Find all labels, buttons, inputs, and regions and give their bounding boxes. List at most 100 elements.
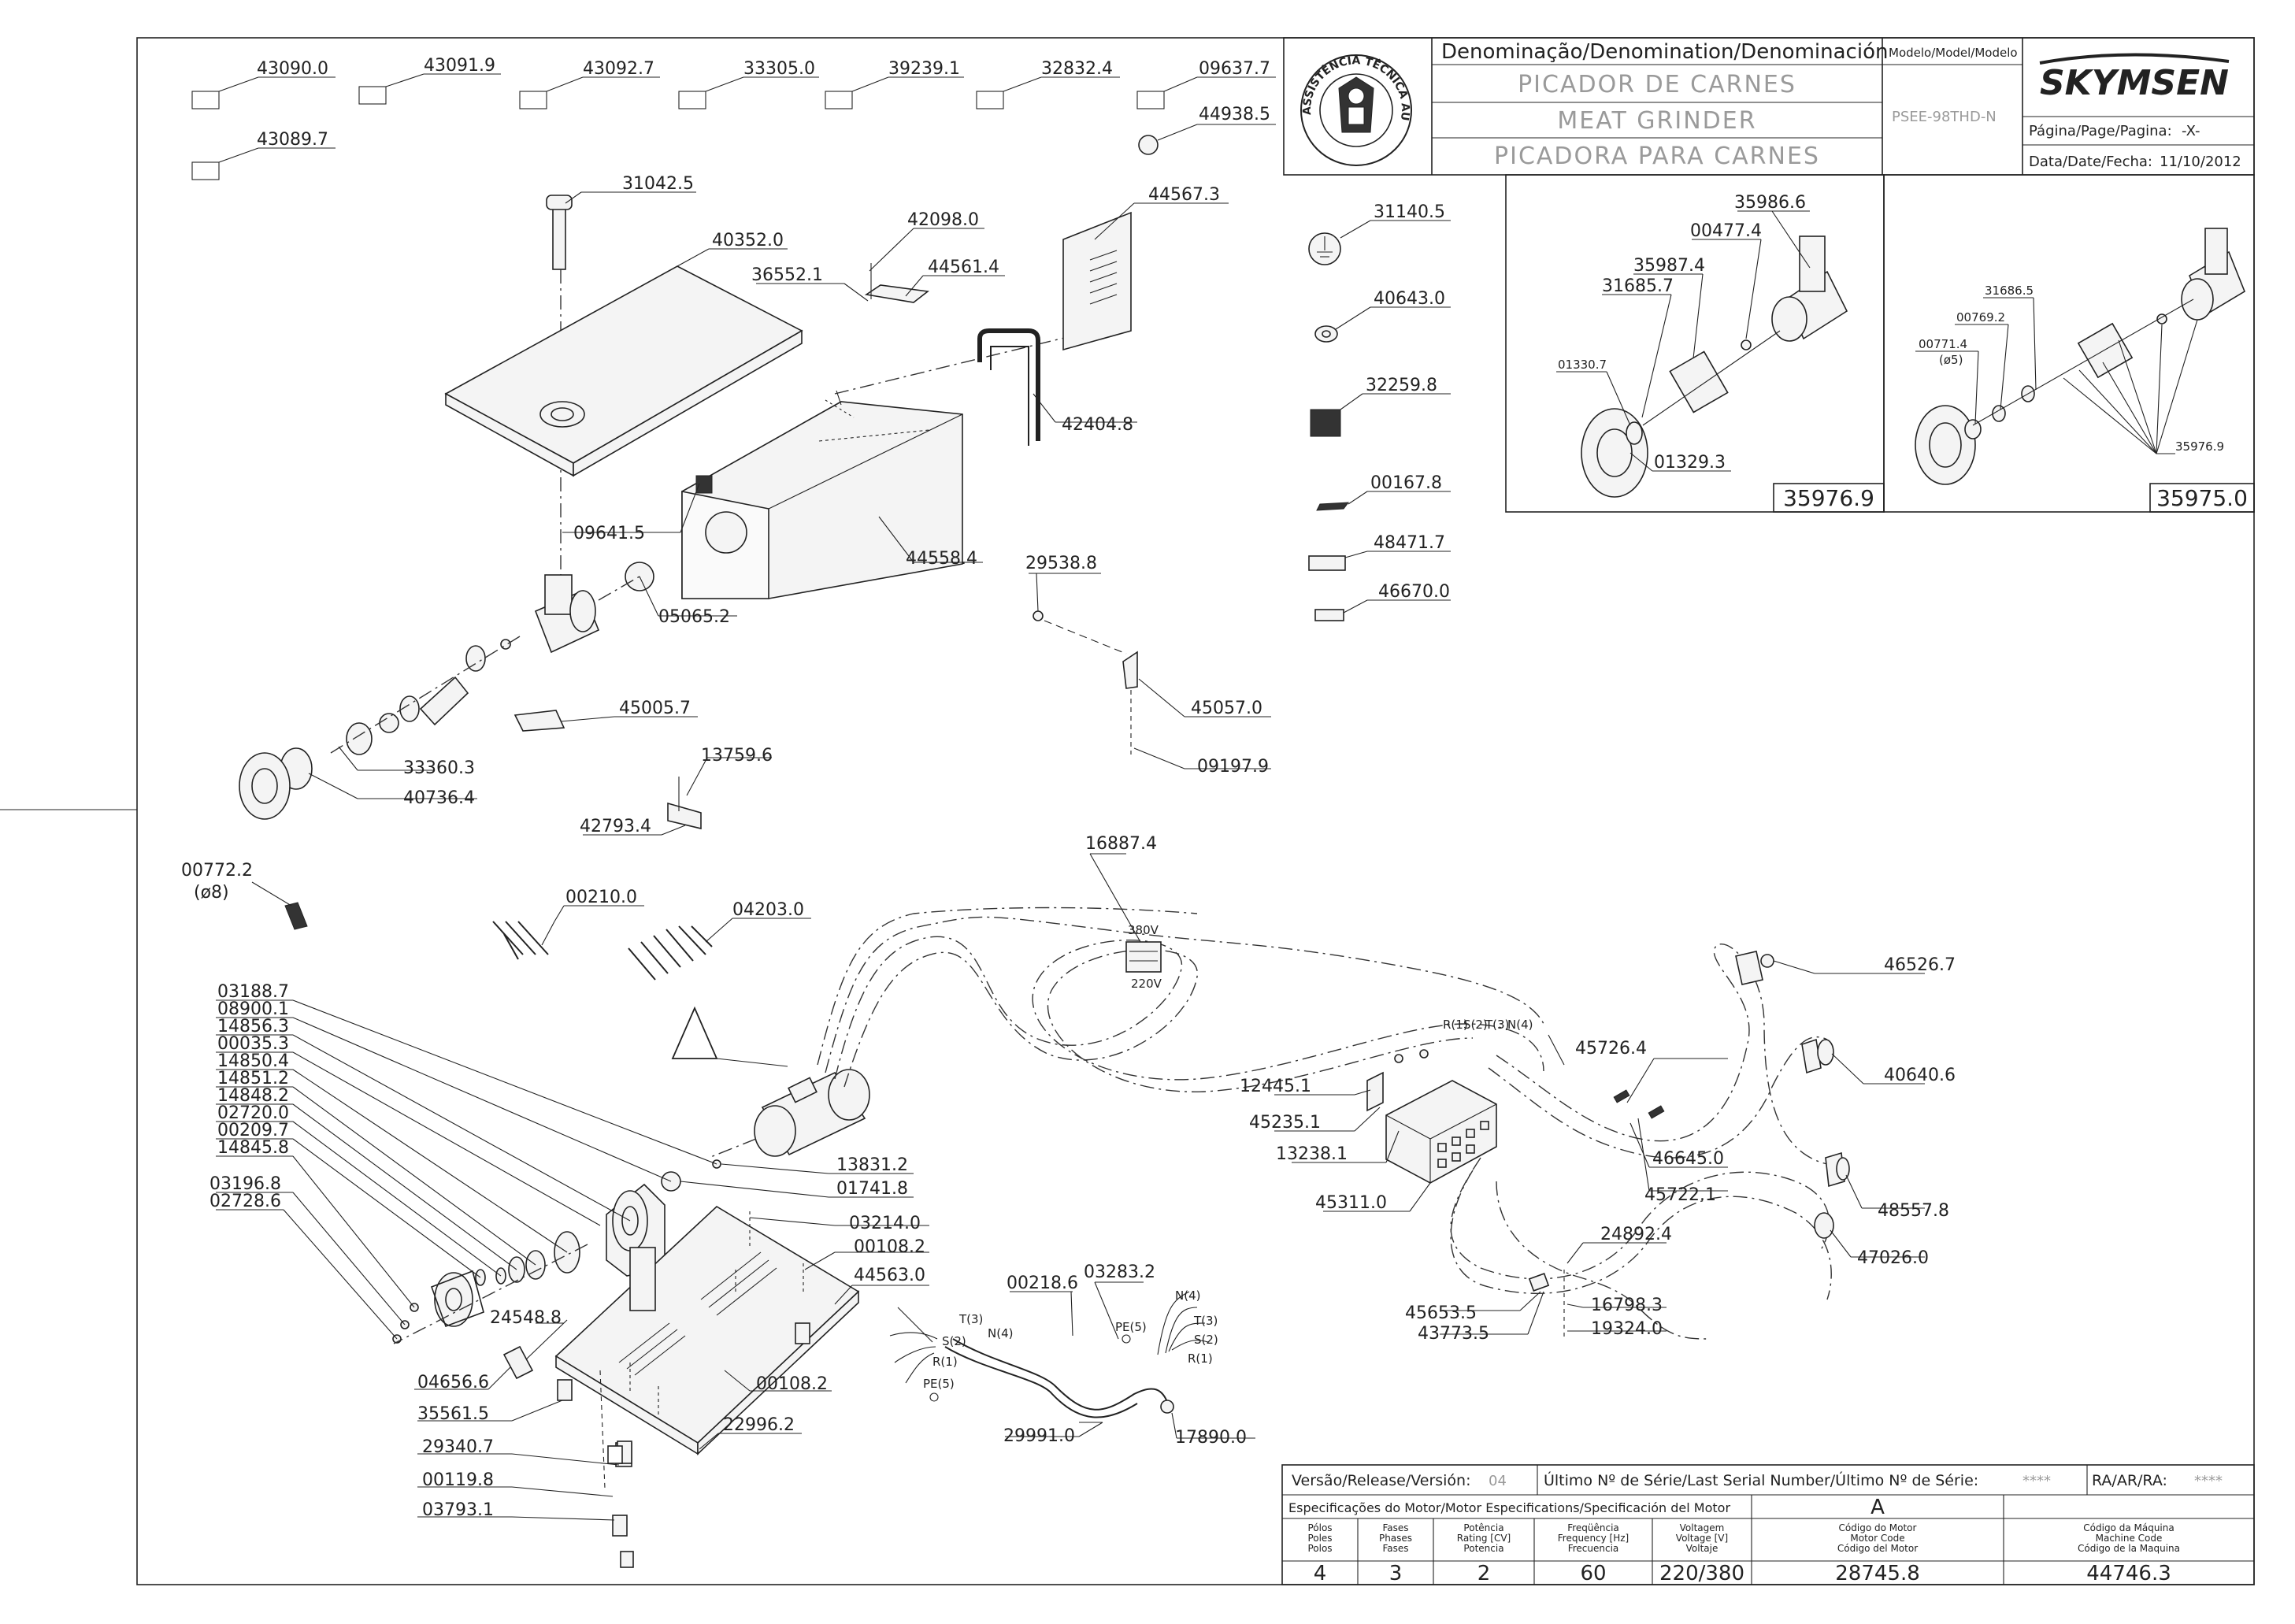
spec-header-line: Código da Máquina (2083, 1522, 2174, 1533)
part-label: 00477.4 (1690, 221, 1762, 241)
part-label: 32259.8 (1366, 376, 1437, 395)
part-label: 00167.8 (1370, 473, 1442, 493)
left-stack-leaders (216, 999, 717, 1340)
spec-header-line: Poles (1307, 1533, 1332, 1544)
part-label: 14848.2 (217, 1086, 289, 1106)
spec-value-rating: 2 (1477, 1562, 1491, 1585)
part-label: 03283.2 (1084, 1262, 1155, 1282)
part-label: 00035.3 (217, 1034, 289, 1054)
ra-value: **** (2194, 1473, 2223, 1489)
denomination-header: Denominação/Denomination/Denominación (1441, 40, 1888, 64)
part-label: 45311.0 (1315, 1193, 1387, 1213)
brand-logo: SKYMSEN (2039, 53, 2230, 103)
spec-value-voltage: 220/380 (1659, 1562, 1744, 1585)
part-label: 29340.7 (422, 1437, 494, 1457)
voltage-label-220: 220V (1131, 977, 1162, 991)
terminal-label: S(2) (1463, 1018, 1488, 1032)
part-label: 39239.1 (888, 59, 960, 79)
part-label: 19324.0 (1591, 1319, 1663, 1339)
part-label: 08900.1 (217, 999, 289, 1019)
spec-header-line: Potencia (1463, 1543, 1503, 1554)
part-label: 02720.0 (217, 1103, 289, 1123)
model-value: PSEE-98THD-N (1892, 109, 1997, 125)
cable-terminal-label: PE(5) (923, 1377, 955, 1391)
cable-terminal-label: R(1) (932, 1355, 958, 1369)
spec-value-phases: 3 (1389, 1562, 1403, 1585)
part-label: 45057.0 (1191, 699, 1262, 718)
terminal-label: T(3) (1485, 1018, 1509, 1032)
box-switches (1437, 1121, 1489, 1168)
part-label: 00772.2 (181, 861, 253, 881)
spec-header-line: Pólos (1307, 1522, 1332, 1533)
part-label: 09641.5 (573, 524, 645, 543)
part-label: 14851.2 (217, 1069, 289, 1088)
part-label: 01329.3 (1654, 453, 1726, 473)
part-label: 00771.4 (1919, 337, 1967, 351)
part-label: 04656.6 (417, 1373, 489, 1392)
part-label: 43092.7 (583, 59, 654, 79)
part-label: 47026.0 (1857, 1248, 1929, 1268)
part-label: 40352.0 (712, 231, 784, 250)
terminal-label: R(1) (1443, 1018, 1468, 1032)
cable-terminal-label: T(3) (1193, 1314, 1218, 1328)
spec-header-line: Voltagem (1680, 1522, 1725, 1533)
part-label: 29538.8 (1025, 554, 1097, 573)
part-label: 45726.4 (1575, 1039, 1647, 1059)
part-label: 16798.3 (1591, 1296, 1663, 1315)
part-label: 45653.5 (1405, 1303, 1477, 1323)
cable-terminal-label: S(2) (1194, 1333, 1218, 1347)
part-label: 14845.8 (217, 1138, 289, 1158)
cable-terminal-label: S(2) (942, 1334, 966, 1348)
part-label: 01330.7 (1558, 358, 1607, 372)
screw-set-00210 (492, 905, 644, 960)
part-label: 24548.8 (490, 1308, 562, 1328)
part-label: 05065.2 (658, 607, 730, 627)
spec-header-line: Voltage [V] (1676, 1533, 1728, 1544)
part-label: (ø8) (194, 883, 229, 903)
part-label: 43091.9 (424, 56, 495, 76)
part-label: 42793.4 (580, 817, 651, 836)
part-label: 45005.7 (619, 699, 691, 718)
decal-parts (1308, 220, 1451, 621)
motor-spec-table (1281, 1464, 2255, 1585)
part-label: 40640.6 (1884, 1066, 1956, 1085)
spec-header-line: Frequency [Hz] (1558, 1533, 1629, 1544)
svg-text:SKYMSEN: SKYMSEN (2040, 63, 2229, 103)
base-vent-slots (618, 1251, 777, 1376)
part-label: 32832.4 (1041, 59, 1113, 79)
detail-code: 35975.0 (2156, 485, 2248, 511)
part-label: 09197.9 (1197, 757, 1269, 777)
spec-header-line: Código do Motor (1839, 1522, 1917, 1533)
spec-value-machine-code: 44746.3 (2086, 1562, 2171, 1585)
part-label: 17890.0 (1175, 1428, 1247, 1448)
part-label: 00218.6 (1007, 1274, 1078, 1293)
misc-hardware (251, 881, 811, 981)
part-label: 33360.3 (403, 758, 475, 778)
part-label: (ø5) (1939, 353, 1963, 367)
cable-terminal-label: N(4) (1175, 1288, 1200, 1303)
cable-terminal-label: T(3) (958, 1312, 983, 1326)
part-label: 29991.0 (1003, 1426, 1075, 1446)
part-label: 13238.1 (1276, 1144, 1348, 1164)
part-label: 22996.2 (723, 1415, 795, 1435)
model-header: Modelo/Model/Modelo (1889, 46, 2018, 60)
part-label: 03196.8 (209, 1174, 281, 1194)
part-label: 46670.0 (1378, 582, 1450, 602)
terminal-label: N(4) (1507, 1018, 1533, 1032)
part-label: 02728.6 (209, 1192, 281, 1211)
part-label: 09637.7 (1199, 59, 1270, 79)
screw-set-04203 (628, 918, 811, 981)
part-label: 35561.5 (417, 1404, 489, 1424)
spec-header-line: Motor Code (1850, 1533, 1904, 1544)
title-block: ASSISTÊNCIA TÉCNICA AUTORIZADA Denominaç… (0, 0, 2255, 176)
date-value: 11/10/2012 (2160, 154, 2241, 170)
spec-header-line: Machine Code (2096, 1533, 2163, 1544)
spec-value-poles: 4 (1314, 1562, 1327, 1585)
small-parts-row (191, 73, 1276, 180)
detail-leaders (1915, 297, 2198, 454)
detail-box-35975-0: 35975.0 31686.5 00769.2 00771.4 (ø5) 359… (1883, 174, 2255, 513)
spec-value-motor-code: 28745.8 (1835, 1562, 1920, 1585)
motor-spec-letter: A (1870, 1496, 1885, 1519)
voltage-label-380: 380V (1128, 923, 1159, 937)
